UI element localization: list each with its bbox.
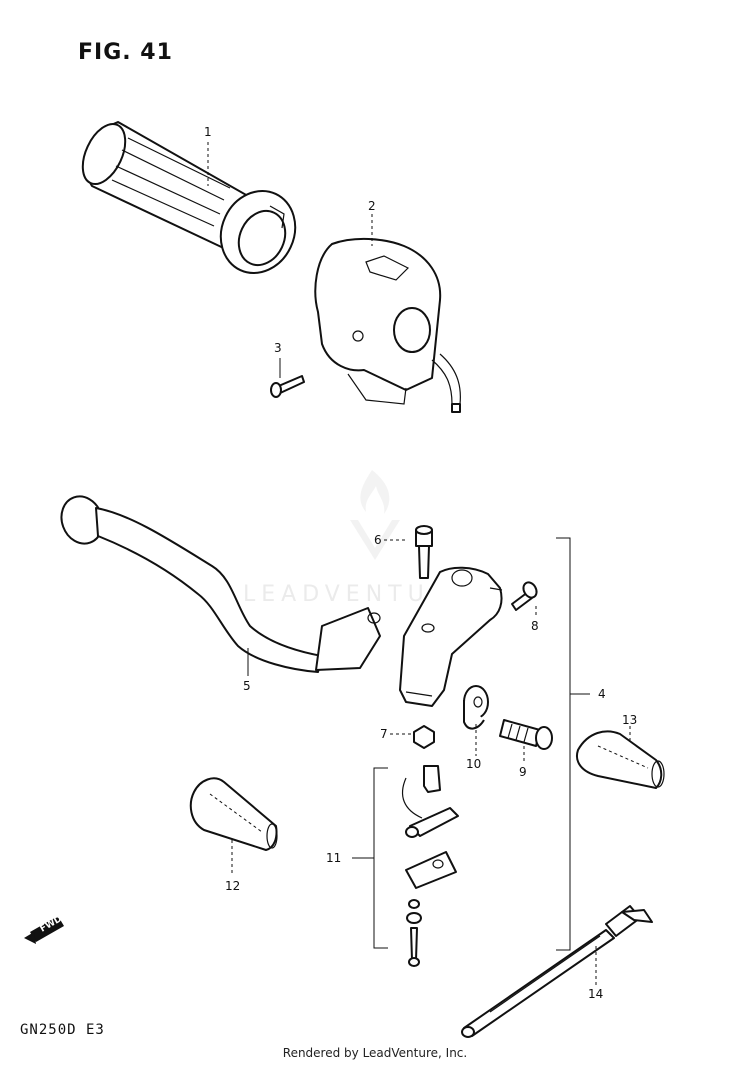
dust-cover-part-12 xyxy=(189,777,278,851)
clutch-lever-part xyxy=(60,495,381,676)
callout-12: 12 xyxy=(225,879,240,893)
callout-14: 14 xyxy=(588,987,603,1001)
callout-9: 9 xyxy=(519,765,527,779)
dust-cover-part-13 xyxy=(576,730,665,789)
callout-5: 5 xyxy=(243,679,251,693)
model-code: GN250D E3 xyxy=(20,1022,105,1038)
nut-part xyxy=(413,725,435,749)
callout-1: 1 xyxy=(204,125,212,139)
throttle-grip-part xyxy=(81,121,297,274)
assembly-4-bracket xyxy=(556,537,571,951)
callout-6: 6 xyxy=(374,533,382,547)
assembly-11-bracket xyxy=(373,767,388,949)
washer-part xyxy=(463,685,489,730)
leader-lines xyxy=(207,142,631,988)
callout-10: 10 xyxy=(466,757,481,771)
callout-11: 11 xyxy=(326,851,341,865)
clutch-cable-part xyxy=(461,905,653,1038)
lever-holder-part xyxy=(399,566,503,707)
watermark-logo xyxy=(350,470,400,560)
figure-title: FIG. 41 xyxy=(78,40,173,65)
footer-credit: Rendered by LeadVenture, Inc. xyxy=(282,1046,468,1060)
screw-part-8 xyxy=(511,581,538,611)
callout-4: 4 xyxy=(598,687,606,701)
forward-marker: FWD xyxy=(24,914,64,944)
callout-2: 2 xyxy=(368,199,376,213)
callout-8: 8 xyxy=(531,619,539,633)
callout-7: 7 xyxy=(380,727,388,741)
callout-13: 13 xyxy=(622,713,637,727)
switch-housing-part xyxy=(314,237,461,413)
bolt-part-9 xyxy=(499,719,553,750)
callout-3: 3 xyxy=(274,341,282,355)
switch-assembly-part xyxy=(401,765,459,967)
screw-part-3 xyxy=(270,358,305,398)
pivot-bolt-part xyxy=(415,525,433,579)
